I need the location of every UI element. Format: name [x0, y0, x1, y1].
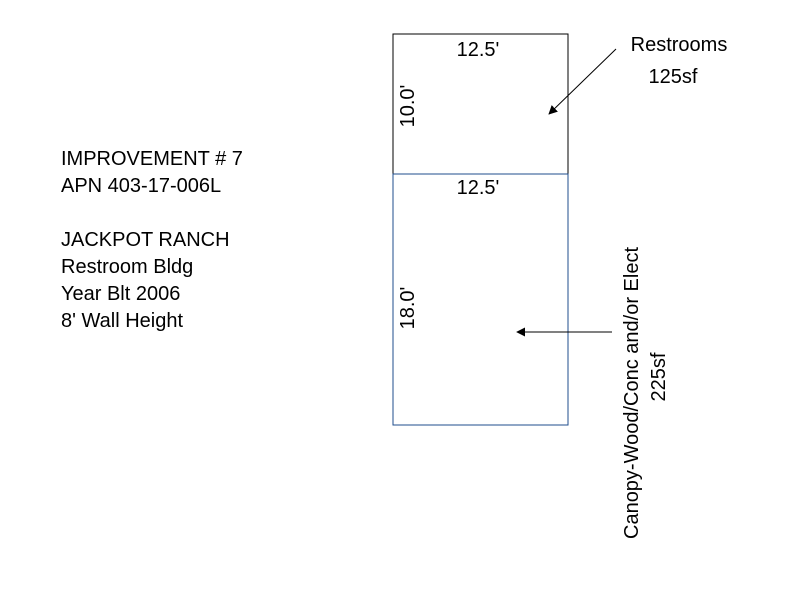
wall-height: 8' Wall Height [61, 310, 184, 332]
restrooms-name-label: Restrooms [631, 34, 728, 56]
restrooms-depth-label: 10.0' [397, 85, 419, 128]
year-built: Year Blt 2006 [61, 283, 181, 305]
improvement-number: IMPROVEMENT # 7 [61, 148, 243, 170]
property-info: IMPROVEMENT # 7 APN 403-17-006L JACKPOT … [61, 146, 243, 335]
canopy-room [392, 173, 569, 426]
canopy-width-label: 12.5' [457, 177, 500, 199]
canopy-depth-label: 18.0' [397, 287, 419, 330]
apn: APN 403-17-006L [61, 175, 222, 197]
restrooms-leader-arrow [548, 48, 617, 115]
property-name: JACKPOT RANCH [61, 229, 230, 251]
building-type: Restroom Bldg [61, 256, 194, 278]
canopy-area-label: 225sf [648, 352, 670, 401]
restrooms-area-label: 125sf [649, 66, 698, 88]
restrooms-width-label: 12.5' [457, 39, 500, 61]
canopy-name-label: Canopy-Wood/Conc and/or Elect [621, 247, 643, 539]
